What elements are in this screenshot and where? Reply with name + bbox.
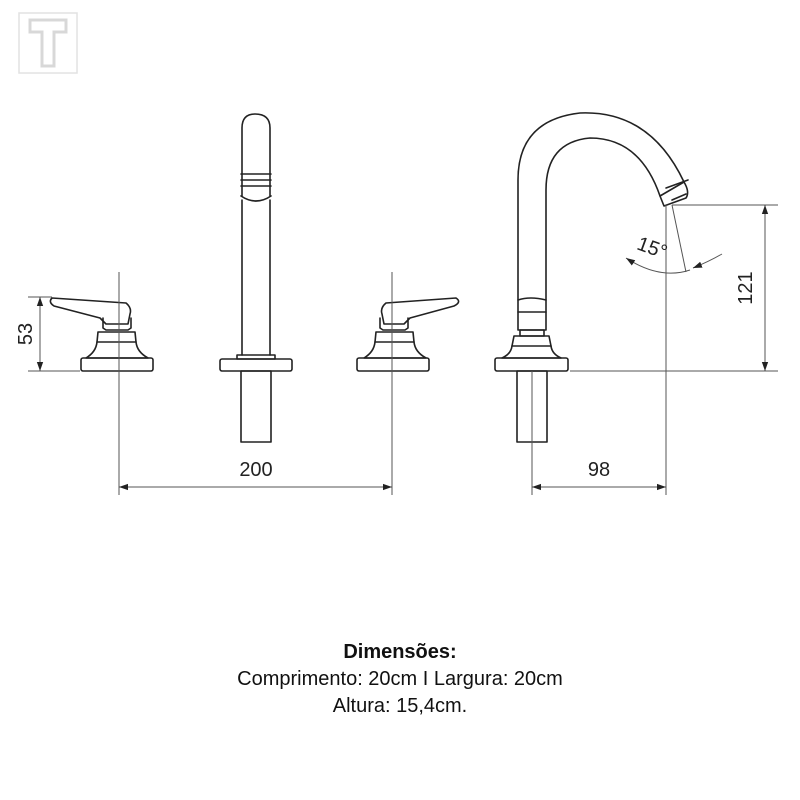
- handle-spacing-label: 200: [239, 459, 272, 481]
- spout-angle-label: 15°: [634, 233, 670, 264]
- right-handle: [356, 297, 460, 372]
- caption-height-line: Altura: 15,4cm.: [332, 695, 468, 717]
- caption-dimensions-line: Comprimento: 20cm I Largura: 20cm: [237, 668, 563, 690]
- gooseneck-spout: [494, 112, 689, 443]
- left-handle: [49, 297, 154, 372]
- handle-height-label: 53: [15, 323, 37, 345]
- spout-height-label: 121: [735, 271, 757, 304]
- spout-reach-label: 98: [588, 459, 610, 481]
- dimension-lines: [28, 204, 778, 495]
- center-spout: [219, 113, 293, 443]
- brand-logo-icon: [18, 12, 78, 74]
- caption-title: Dimensões:: [343, 641, 457, 663]
